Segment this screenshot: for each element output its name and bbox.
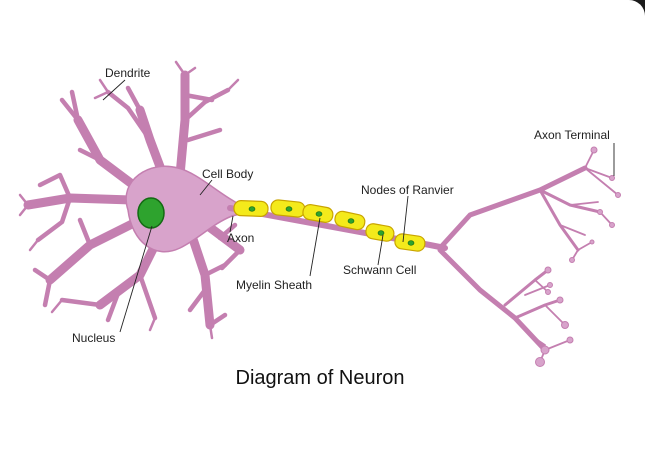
label-nucleus: Nucleus [72, 331, 115, 345]
label-dendrite: Dendrite [105, 66, 151, 80]
label-axon-terminal: Axon Terminal [534, 128, 610, 142]
label-schwann-cell: Schwann Cell [343, 263, 416, 277]
label-axon: Axon [227, 231, 254, 245]
label-nodes-of-ranvier: Nodes of Ranvier [361, 183, 454, 197]
axon-terminals [437, 146, 621, 367]
label-cell-body: Cell Body [202, 167, 253, 181]
label-myelin-sheath: Myelin Sheath [236, 278, 312, 292]
nucleus-shape [137, 197, 165, 229]
label-pointers [102, 79, 615, 333]
diagram-title: Diagram of Neuron [236, 367, 405, 389]
schwann-nuclei [248, 206, 415, 246]
